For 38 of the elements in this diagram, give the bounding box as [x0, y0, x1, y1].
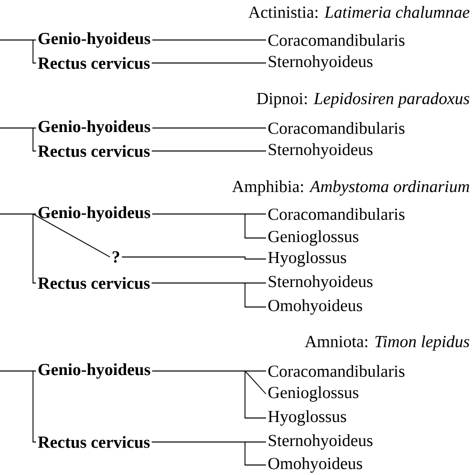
- muscle-group-label: Rectus cervicus: [38, 57, 150, 69]
- muscle-label: Coracomandibularis: [268, 365, 404, 377]
- muscle-group-label: Genio-hyoideus: [38, 363, 150, 379]
- muscle-label: Genioglossus: [268, 386, 358, 402]
- muscle-label: Coracomandibularis: [268, 34, 404, 46]
- panel-title: Actinistia: Latimeria chalumnae: [248, 6, 470, 18]
- muscle-group-label: Genio-hyoideus: [38, 206, 150, 222]
- tree-line: [151, 442, 266, 466]
- muscle-label: Genioglossus: [268, 230, 358, 246]
- tree-line: [0, 214, 36, 284]
- tree-line: [152, 370, 266, 418]
- tree-line: [152, 214, 266, 238]
- panel-title: Amniota: Timon lepidus: [304, 335, 470, 351]
- muscle-label: Hyoglossus: [268, 410, 346, 426]
- muscle-group-label: Rectus cervicus: [38, 277, 150, 289]
- tree-line: [151, 150, 266, 152]
- tree-line: [0, 40, 36, 64]
- tree-line: [151, 62, 266, 64]
- muscle-label: Sternohyoideus: [268, 143, 372, 159]
- muscle-group-label: Genio-hyoideus: [38, 120, 150, 136]
- muscle-label: Coracomandibularis: [268, 208, 404, 220]
- muscle-label: Sternohyoideus: [268, 434, 372, 450]
- tree-line: [121, 256, 266, 260]
- muscle-label: Coracomandibularis: [268, 122, 404, 134]
- panel-title: Dipnoi: Lepidosiren paradoxus: [256, 92, 470, 108]
- muscle-group-label: Genio-hyoideus: [38, 32, 150, 48]
- muscle-label: Hyoglossus: [268, 251, 346, 267]
- muscle-group-label: Rectus cervicus: [38, 436, 150, 448]
- muscle-label: Omohyoideus: [268, 299, 362, 315]
- muscle-label: Sternohyoideus: [268, 275, 372, 291]
- question-mark: ?: [112, 251, 120, 263]
- tree-line: [0, 370, 36, 442]
- muscle-label: Sternohyoideus: [268, 55, 372, 71]
- tree-line: [0, 128, 36, 152]
- muscle-label: Omohyoideus: [268, 457, 362, 473]
- tree-line: [151, 282, 266, 308]
- panel-title: Amphibia: Ambystoma ordinarium: [232, 180, 470, 196]
- muscle-group-label: Rectus cervicus: [38, 145, 150, 157]
